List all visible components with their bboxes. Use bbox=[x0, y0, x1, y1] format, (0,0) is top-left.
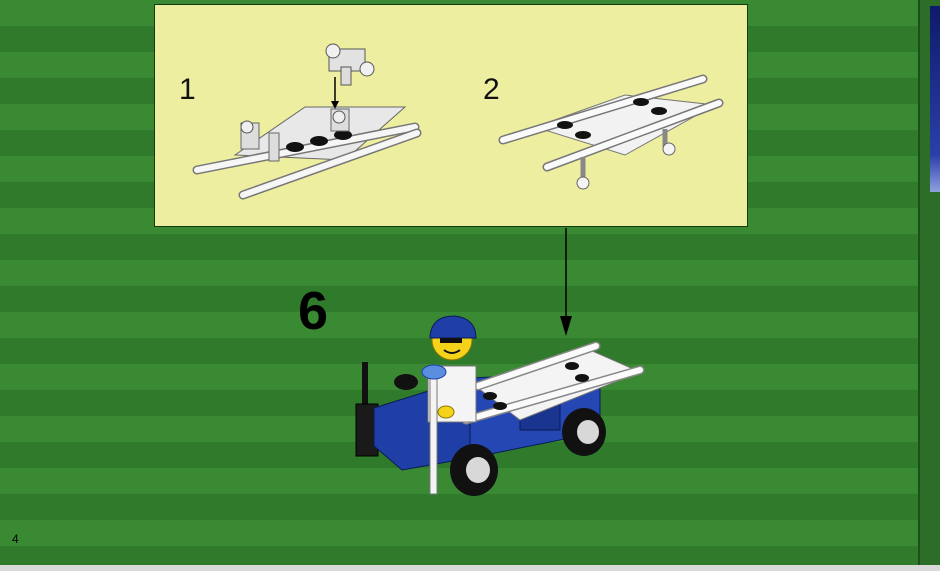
adjacent-page-image-edge bbox=[930, 6, 940, 192]
page-bottom-strip bbox=[0, 565, 940, 571]
vehicle-model-illustration bbox=[355, 315, 645, 496]
attach-arrow bbox=[560, 228, 572, 336]
adjacent-page-edge bbox=[920, 0, 940, 565]
instruction-page: 1 2 bbox=[0, 0, 920, 565]
step-number: 6 bbox=[298, 281, 329, 341]
sub-step-inset: 1 2 bbox=[154, 4, 748, 227]
page-number: 4 bbox=[12, 532, 19, 546]
stretcher-frame-1 bbox=[192, 106, 422, 200]
sub-step-2-number: 2 bbox=[483, 73, 500, 106]
sub-step-1-number: 1 bbox=[179, 73, 196, 106]
iv-pole bbox=[421, 364, 447, 495]
clip-part-floating bbox=[325, 43, 375, 86]
sub-step-1-illustration bbox=[192, 43, 422, 200]
sub-step-2-illustration bbox=[498, 74, 724, 190]
stretcher-assembled bbox=[498, 74, 724, 190]
